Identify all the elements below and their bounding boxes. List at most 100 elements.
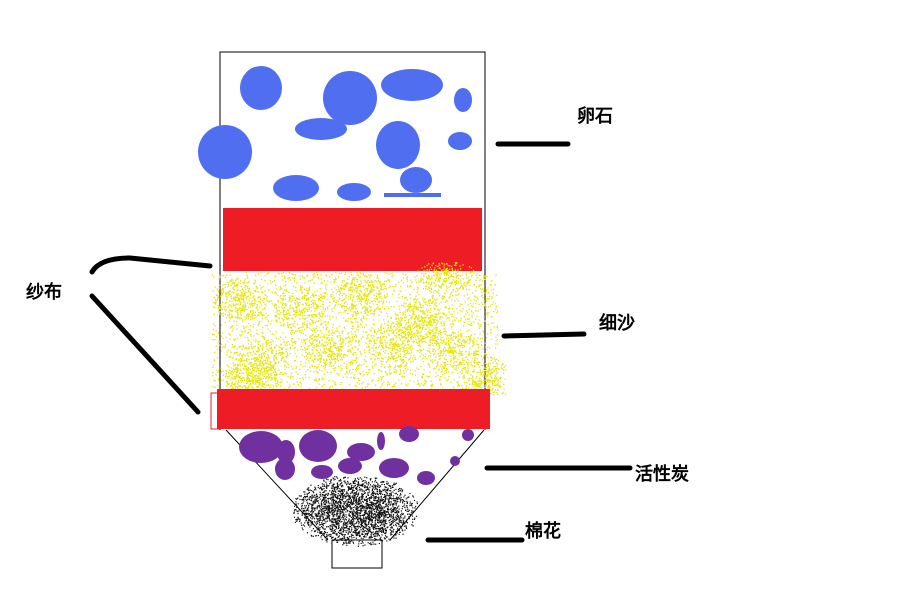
- speckle: [418, 293, 420, 296]
- speckle: [411, 316, 413, 318]
- speckle: [468, 308, 470, 311]
- speckle: [241, 355, 244, 358]
- speckle: [350, 351, 352, 353]
- speckle: [242, 372, 244, 374]
- speckle: [469, 324, 471, 326]
- speckle: [475, 350, 478, 352]
- speckle: [216, 357, 219, 359]
- speckle: [377, 277, 379, 279]
- speckle: [233, 346, 235, 348]
- speckle: [395, 344, 397, 347]
- speckle: [327, 307, 329, 310]
- speckle: [306, 320, 308, 322]
- speckle: [352, 328, 354, 330]
- speckle: [334, 361, 336, 363]
- speckle: [221, 312, 223, 315]
- speckle: [315, 307, 317, 310]
- speckle: [443, 265, 445, 267]
- speckle: [241, 357, 243, 359]
- speckle: [376, 337, 378, 339]
- speckle: [352, 300, 354, 302]
- speckle: [246, 371, 248, 373]
- speckle: [452, 320, 454, 322]
- speckle: [470, 374, 472, 376]
- speckle: [248, 340, 250, 342]
- speckle: [368, 294, 370, 296]
- speckle: [236, 374, 238, 376]
- speckle: [422, 324, 425, 326]
- speckle: [448, 340, 450, 342]
- speckle: [419, 351, 421, 353]
- speckle: [472, 303, 474, 305]
- speckle: [387, 326, 390, 329]
- speckle: [418, 340, 420, 343]
- speckle: [452, 333, 454, 335]
- speckle: [274, 380, 276, 382]
- speckle: [446, 350, 449, 352]
- speckle: [290, 333, 293, 336]
- speckle: [455, 291, 457, 293]
- speckle: [306, 274, 309, 276]
- speckle: [313, 361, 315, 363]
- speckle: [376, 307, 378, 309]
- speckle: [416, 350, 418, 352]
- speckle: [352, 314, 355, 316]
- speckle: [438, 369, 440, 371]
- speckle: [347, 333, 349, 335]
- speckle: [424, 356, 426, 358]
- speckle: [300, 287, 302, 289]
- speckle: [248, 359, 250, 361]
- speckle: [464, 366, 467, 369]
- speckle: [233, 377, 236, 379]
- speckle: [377, 328, 380, 330]
- speckle: [285, 336, 287, 338]
- speckle: [275, 293, 277, 295]
- speckle: [256, 288, 258, 290]
- speckle: [489, 379, 491, 382]
- speckle: [418, 327, 421, 329]
- speckle: [300, 289, 303, 291]
- speckle: [430, 314, 432, 317]
- speckle: [363, 310, 366, 313]
- speckle: [438, 289, 440, 291]
- speckle: [237, 309, 239, 311]
- speckle: [447, 360, 449, 363]
- speckle: [296, 323, 299, 325]
- speckle: [384, 352, 386, 354]
- speckle: [450, 360, 452, 362]
- speckle: [232, 287, 234, 289]
- speckle: [316, 345, 318, 347]
- speckle: [236, 351, 239, 354]
- speckle: [439, 275, 441, 277]
- speckle: [452, 357, 455, 359]
- speckle: [418, 316, 420, 319]
- speckle: [254, 314, 256, 316]
- speckle: [437, 273, 439, 275]
- speckle: [243, 325, 245, 327]
- speckle: [250, 302, 252, 304]
- speckle: [407, 368, 409, 370]
- speckle: [292, 292, 294, 295]
- speckle: [247, 315, 250, 317]
- speckle: [443, 284, 445, 286]
- speckle: [308, 289, 310, 291]
- speckle: [290, 330, 292, 332]
- speckle: [342, 376, 344, 378]
- speckle: [374, 365, 376, 367]
- speckle: [456, 365, 458, 367]
- speckle: [354, 318, 356, 320]
- speckle: [321, 370, 323, 372]
- speckle: [386, 306, 388, 308]
- speckle: [418, 382, 420, 384]
- speckle: [320, 324, 322, 326]
- speckle: [291, 323, 293, 325]
- speckle: [324, 352, 326, 355]
- speckle: [315, 315, 317, 317]
- speckle: [378, 294, 380, 296]
- speckle: [257, 367, 259, 370]
- speckle: [250, 371, 253, 373]
- speckle: [481, 344, 483, 346]
- speckle: [453, 350, 455, 352]
- speckle: [467, 363, 469, 366]
- speckle: [363, 294, 365, 297]
